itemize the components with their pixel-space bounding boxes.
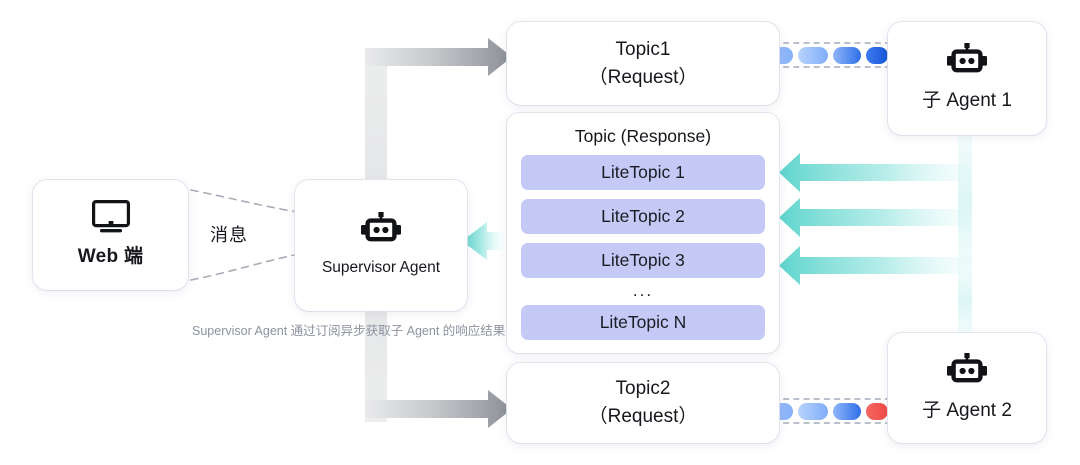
topic-response-title: Topic (Response) — [574, 126, 712, 146]
lite-topic-item[interactable]: LiteTopic 3 — [521, 243, 765, 278]
topic2-title: Topic2 — [615, 378, 671, 400]
robot-icon — [947, 352, 987, 385]
sub-agent-2-node[interactable]: 子 Agent 2 — [888, 333, 1046, 443]
message-pill — [866, 46, 888, 64]
lite-topic-item[interactable]: LiteTopic N — [521, 305, 765, 340]
lite-topic-list: LiteTopic 1 LiteTopic 2 LiteTopic 3 ... … — [521, 155, 765, 340]
topic1-title: Topic1 — [615, 38, 671, 60]
topic2-subtitle: （Request） — [588, 406, 698, 427]
robot-icon — [361, 212, 401, 244]
message-pill-error — [866, 402, 888, 420]
message-pill — [798, 46, 828, 64]
message-pill — [833, 46, 861, 64]
message-pill — [833, 402, 861, 420]
diagram-caption: Supervisor Agent 通过订阅异步获取子 Agent 的响应结果 — [192, 324, 506, 338]
monitor-icon — [91, 200, 130, 233]
topic1-subtitle: （Request） — [588, 66, 698, 88]
lite-topic-item[interactable]: LiteTopic 2 — [521, 199, 765, 234]
topic2-request-node[interactable]: Topic2 （Request） — [507, 363, 779, 443]
sub-agent-1-node[interactable]: 子 Agent 1 — [888, 22, 1046, 135]
supervisor-agent-node[interactable]: Supervisor Agent — [295, 180, 467, 311]
web-client-node[interactable]: Web 端 — [33, 180, 188, 290]
message-dashed-connector — [190, 189, 304, 281]
sub-agent-2-label: 子 Agent 2 — [922, 399, 1012, 421]
topic1-request-node[interactable]: Topic1 （Request） — [507, 22, 779, 105]
message-pill — [798, 402, 828, 420]
sub-agent-1-label: 子 Agent 1 — [922, 90, 1012, 112]
message-edge-label: 消息 — [210, 225, 248, 245]
lite-topic-item[interactable]: LiteTopic 1 — [521, 155, 765, 190]
lite-topic-ellipsis: ... — [632, 281, 654, 300]
web-client-label: Web 端 — [77, 246, 144, 268]
topic1-message-pipe — [773, 42, 891, 68]
robot-icon — [947, 43, 987, 75]
supervisor-agent-label: Supervisor Agent — [321, 259, 441, 277]
topic-response-node[interactable]: Topic (Response) LiteTopic 1 LiteTopic 2… — [507, 113, 779, 353]
